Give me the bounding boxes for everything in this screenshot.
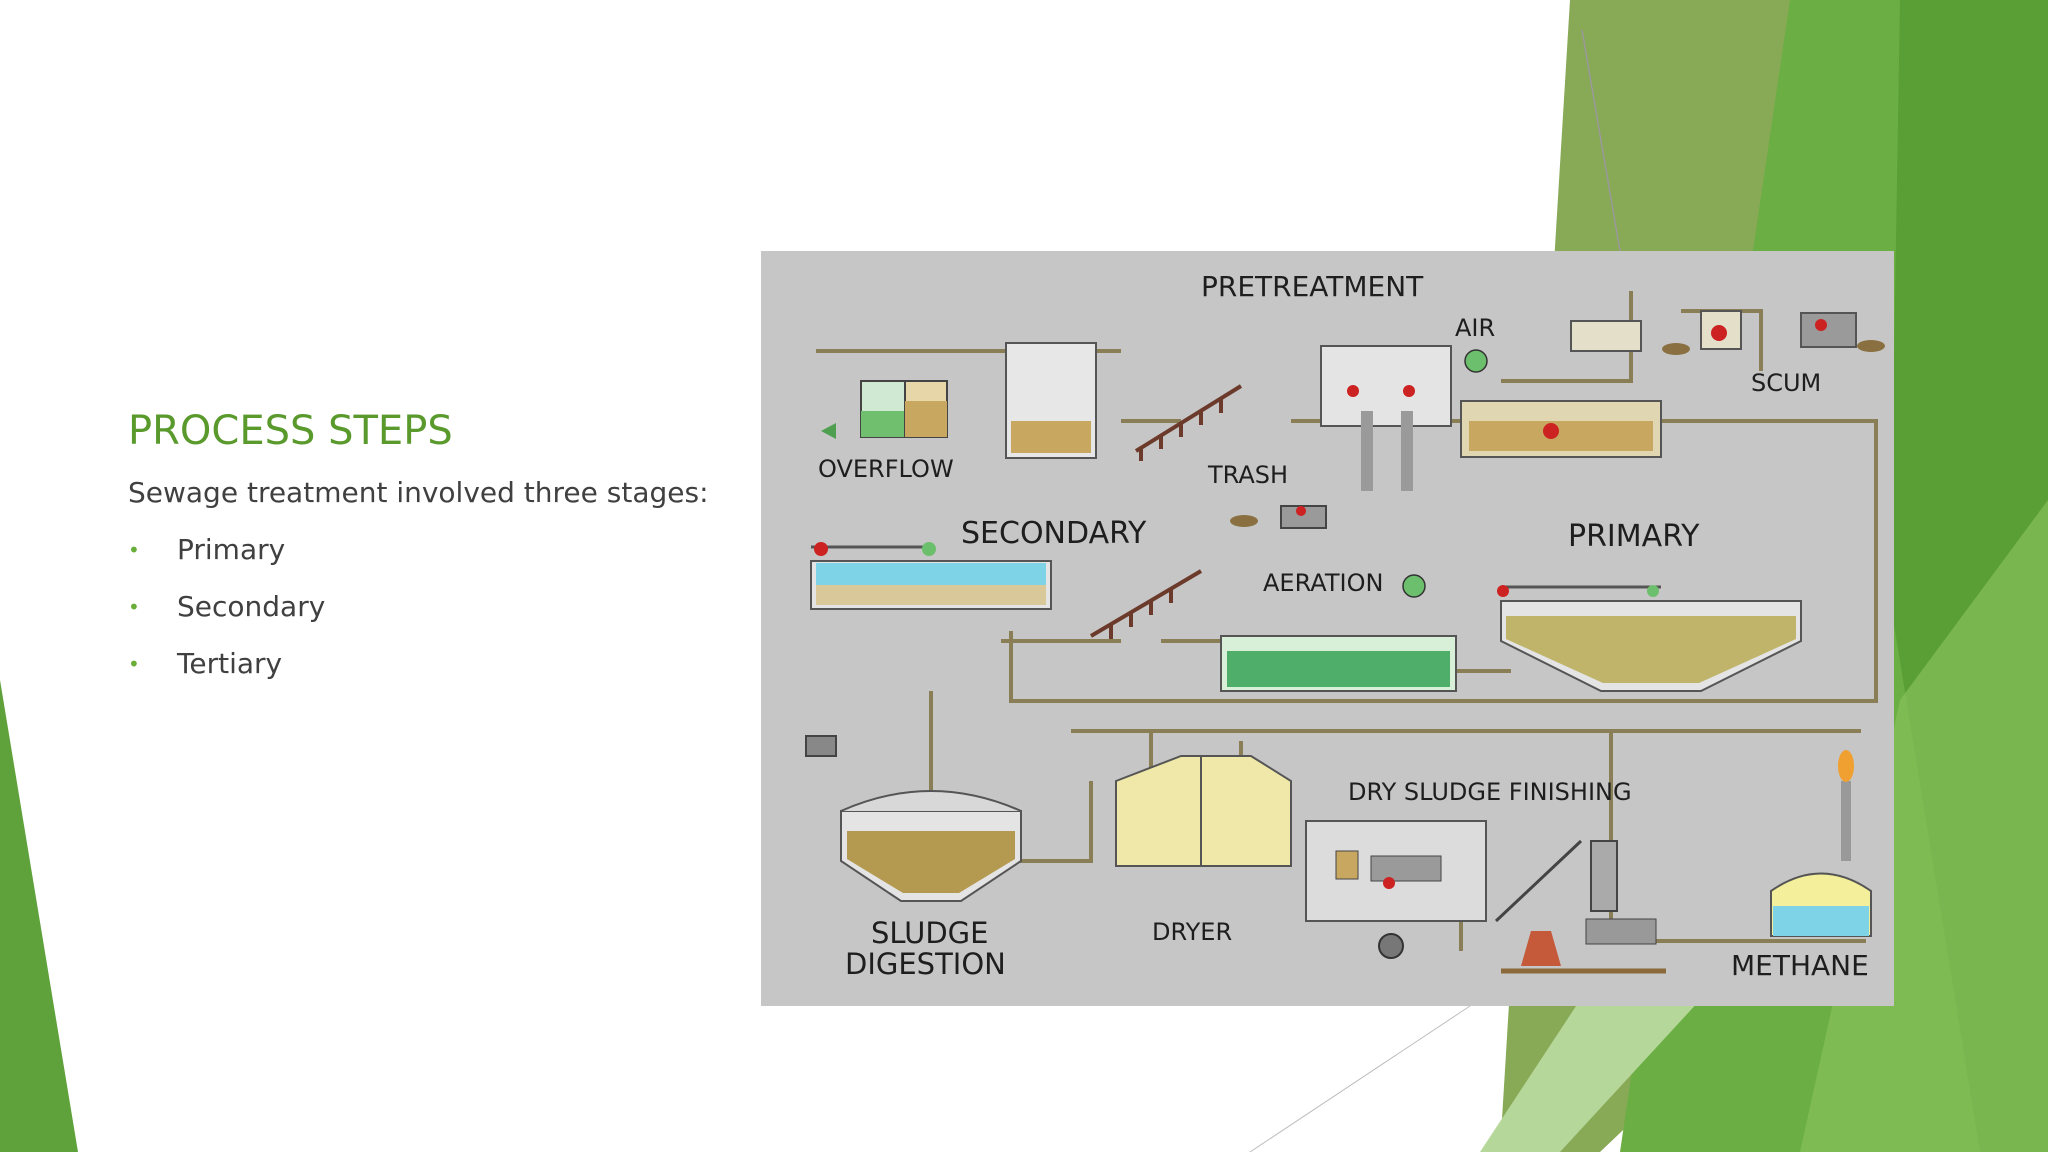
secondary-clarifier	[810, 542, 1052, 610]
label-dry-sludge-finishing: DRY SLUDGE FINISHING	[1348, 778, 1632, 806]
label-overflow: OVERFLOW	[818, 455, 954, 483]
label-scum: SCUM	[1751, 369, 1821, 397]
label-methane: METHANE	[1731, 949, 1869, 982]
stages-bullet-list: • Primary • Secondary • Tertiary	[128, 528, 325, 699]
screen-conveyor	[1134, 384, 1243, 461]
left-green-wedge	[0, 680, 78, 1152]
aeration-basin	[1220, 574, 1457, 692]
bullet-item: • Secondary	[128, 585, 325, 642]
bottom-light-wedge	[1480, 1000, 1700, 1152]
bullet-text: Secondary	[177, 590, 326, 623]
bullet-text: Primary	[177, 533, 286, 566]
label-dryer: DRYER	[1152, 918, 1232, 946]
overflow-tanks	[821, 380, 948, 439]
label-sludge: SLUDGE	[871, 916, 988, 950]
label-secondary: SECONDARY	[961, 516, 1147, 551]
dry-sludge-finishing	[1305, 820, 1666, 974]
grit-tank	[1005, 342, 1097, 459]
slide-title: PROCESS STEPS	[128, 408, 453, 454]
scum-equipment	[1570, 310, 1885, 355]
return-conveyor	[1089, 569, 1203, 639]
aerated-grit-chamber	[1460, 349, 1662, 458]
bullet-item: • Primary	[128, 528, 325, 585]
methane-storage	[1770, 750, 1872, 937]
sewage-treatment-diagram: PRETREATMENT AIR SCUM OVERFLOW TRASH SEC…	[761, 251, 1894, 1006]
label-aeration: AERATION	[1263, 569, 1383, 597]
bullet-item: • Tertiary	[128, 642, 325, 699]
primary-clarifier	[1497, 585, 1802, 692]
bullet-dot: •	[128, 652, 140, 676]
label-digestion: DIGESTION	[845, 947, 1006, 981]
sludge-digester	[805, 735, 1022, 902]
bullet-dot: •	[128, 538, 140, 562]
label-trash: TRASH	[1207, 461, 1288, 489]
slide-intro-text: Sewage treatment involved three stages:	[128, 476, 709, 509]
bullet-text: Tertiary	[177, 647, 283, 680]
label-primary: PRIMARY	[1568, 519, 1700, 554]
thin-divider-line	[1581, 29, 1621, 252]
bullet-dot: •	[128, 595, 140, 619]
bar-screen	[1320, 345, 1452, 491]
label-air: AIR	[1455, 314, 1495, 342]
trash-cart	[1230, 505, 1327, 529]
dryer-building	[1115, 755, 1292, 867]
label-pretreatment: PRETREATMENT	[1201, 270, 1424, 303]
thin-divider-line-bottom	[1249, 1005, 1471, 1152]
